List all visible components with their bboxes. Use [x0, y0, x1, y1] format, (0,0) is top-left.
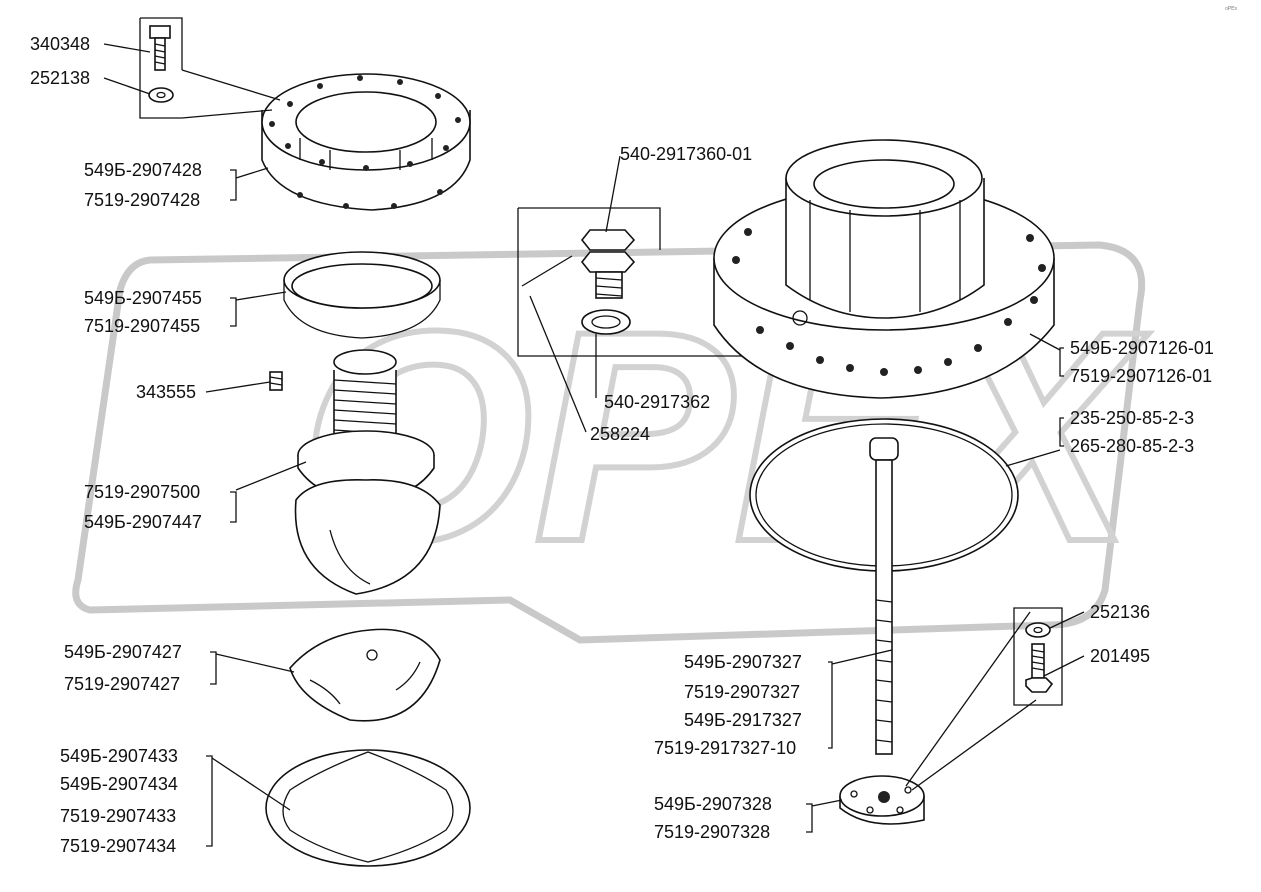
label-549b-2907434: 549Б-2907434 [60, 774, 178, 794]
label-7519-2907428: 7519-2907428 [84, 190, 200, 210]
label-7519-2907434: 7519-2907434 [60, 836, 176, 856]
bolt-340348-part [149, 25, 171, 71]
label-7519-2907455: 7519-2907455 [84, 316, 200, 336]
washer-2917362-part [581, 309, 631, 335]
label-549b-2907433: 549Б-2907433 [60, 746, 178, 766]
washer-252136-part [1025, 622, 1051, 638]
label-201495: 201495 [1090, 646, 1150, 666]
valve-bracket [517, 207, 760, 357]
label-540-2917362: 540-2917362 [604, 392, 710, 412]
label-7519-2907500: 7519-2907500 [84, 482, 200, 502]
label-549b-2907455: 549Б-2907455 [84, 288, 202, 308]
setscrew-343555-part [269, 371, 283, 391]
label-549b-2907427: 549Б-2907427 [64, 642, 182, 662]
valve-2917360-part [580, 229, 636, 299]
bolt-bracket-right [1013, 607, 1063, 706]
label-252136: 252136 [1090, 602, 1150, 622]
label-549b-2907126-01: 549Б-2907126-01 [1070, 338, 1214, 358]
hub-2907126-part [713, 139, 1055, 399]
corner-watermark: ᵒᴾᴱˣ [1225, 5, 1238, 14]
disc-2907328-part [839, 775, 925, 825]
label-7519-2907427: 7519-2907427 [64, 674, 180, 694]
label-7519-2907328: 7519-2907328 [654, 822, 770, 842]
leader-lines [103, 43, 1085, 847]
shell-2907427-part [289, 628, 441, 722]
label-235-250-85-2-3: 235-250-85-2-3 [1070, 408, 1194, 428]
bushing-ring-2907455-part [283, 251, 441, 339]
ball-pin-2907500-part [294, 349, 441, 595]
label-7519-2907327: 7519-2907327 [684, 682, 800, 702]
label-549b-2907328: 549Б-2907328 [654, 794, 772, 814]
plate-2907433-part [265, 749, 471, 867]
label-252138: 252138 [30, 68, 90, 88]
part-labels: 340348 252138 549Б-2907428 7519-2907428 … [30, 34, 1214, 856]
label-549b-2907327: 549Б-2907327 [684, 652, 802, 672]
label-549b-2907428: 549Б-2907428 [84, 160, 202, 180]
label-540-2917360-01: 540-2917360-01 [620, 144, 752, 164]
stud-2907327-part [869, 437, 899, 755]
washer-252138-part [148, 87, 174, 103]
flange-ring-2907428-part [261, 73, 471, 211]
label-340348: 340348 [30, 34, 90, 54]
label-265-280-85-2-3: 265-280-85-2-3 [1070, 436, 1194, 456]
label-7519-2917327-10: 7519-2917327-10 [654, 738, 796, 758]
pin-258224-part [521, 255, 573, 287]
label-549b-2907447: 549Б-2907447 [84, 512, 202, 532]
bolt-bracket [139, 17, 183, 119]
label-258224: 258224 [590, 424, 650, 444]
bolt-201495-part [1025, 643, 1054, 693]
label-343555: 343555 [136, 382, 196, 402]
label-7519-2907126-01: 7519-2907126-01 [1070, 366, 1212, 386]
label-549b-2917327: 549Б-2917327 [684, 710, 802, 730]
label-7519-2907433: 7519-2907433 [60, 806, 176, 826]
